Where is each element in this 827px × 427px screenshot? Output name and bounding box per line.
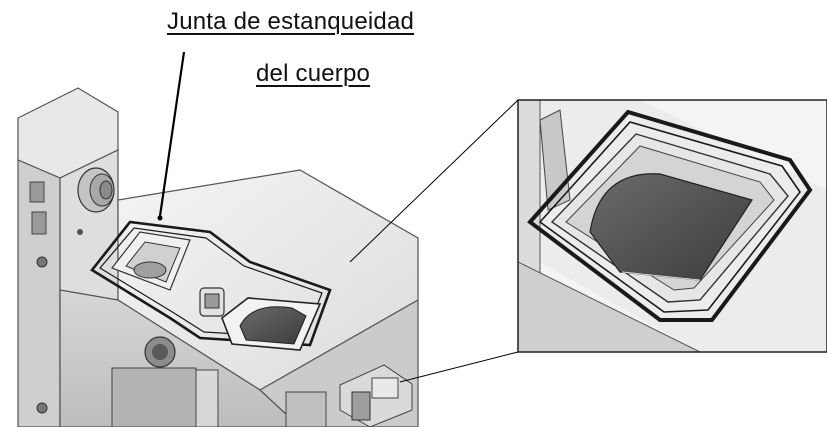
zoom-line-bottom xyxy=(399,351,519,383)
callout-label-line-2: del cuerpo xyxy=(256,60,371,87)
zoom-line-top xyxy=(349,99,519,263)
zoom-inset xyxy=(517,99,827,353)
callout-leader-line xyxy=(158,51,186,217)
callout-label-line-1: Junta de estanqueidad xyxy=(167,8,415,35)
valve-body xyxy=(17,87,419,427)
callout-pointer-dot xyxy=(157,215,163,221)
